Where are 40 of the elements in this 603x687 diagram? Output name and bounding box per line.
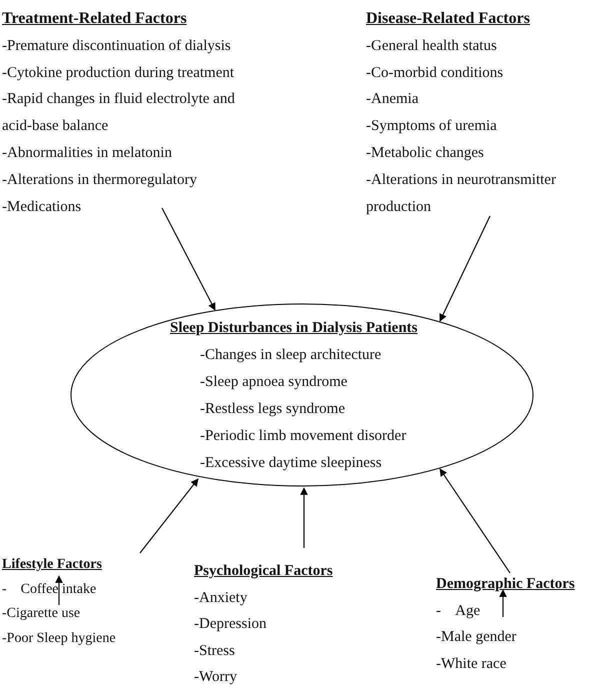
arrow: [162, 208, 216, 311]
list-item: -Rapid changes in fluid electrolyte and acid-base balance: [2, 90, 236, 136]
factor-heading: Psychological Factors: [194, 562, 333, 581]
list-item: -Anemia: [366, 90, 418, 110]
list-item: -Changes in sleep architecture: [200, 346, 382, 365]
factor-heading: Treatment-Related Factors: [2, 9, 187, 29]
list-item: -Alterations in neurotransmitter production: [366, 170, 557, 217]
list-item: -Excessive daytime sleepiness: [200, 454, 382, 473]
list-item: -Metabolic changes: [366, 144, 484, 163]
list-item: -White race: [436, 654, 506, 674]
list-item: -Alterations in thermoregulatory: [2, 170, 197, 190]
list-item: -Stress: [194, 642, 235, 661]
factor-heading: Lifestyle Factors: [2, 556, 102, 574]
list-item: - Coffee intake: [2, 580, 96, 598]
list-item: -Depression: [194, 615, 266, 634]
list-item: -Worry: [194, 668, 237, 687]
list-item: - Age: [436, 602, 480, 621]
arrow: [55, 575, 63, 605]
factor-heading: Disease-Related Factors: [366, 9, 530, 29]
list-item: -General health status: [366, 36, 497, 56]
list-item: -Restless legs syndrome: [200, 400, 345, 419]
factor-heading: Demographic Factors: [436, 575, 575, 594]
list-item: -Cigarette use: [2, 605, 80, 623]
arrow: [300, 487, 308, 548]
list-item: -Anxiety: [194, 588, 248, 608]
factor-heading: Sleep Disturbances in Dialysis Patients: [170, 319, 418, 338]
list-item: -Co-morbid conditions: [366, 64, 504, 83]
list-item: -Cytokine production during treatment: [2, 64, 234, 83]
list-item: -Abnormalities in melatonin: [2, 144, 172, 163]
list-item: -Premature discontinuation of dialysis: [2, 36, 231, 56]
arrow: [440, 468, 510, 574]
list-item: -Male gender: [436, 628, 516, 648]
list-item: -Poor Sleep hygiene: [2, 630, 116, 648]
list-item: -Symptoms of uremia: [366, 117, 497, 136]
list-item: -Periodic limb movement disorder: [200, 427, 406, 446]
list-item: -Medications: [2, 198, 82, 217]
arrow: [499, 589, 507, 617]
list-item: -Sleep apnoea syndrome: [200, 373, 348, 392]
arrow: [440, 216, 490, 322]
arrow: [140, 478, 198, 554]
